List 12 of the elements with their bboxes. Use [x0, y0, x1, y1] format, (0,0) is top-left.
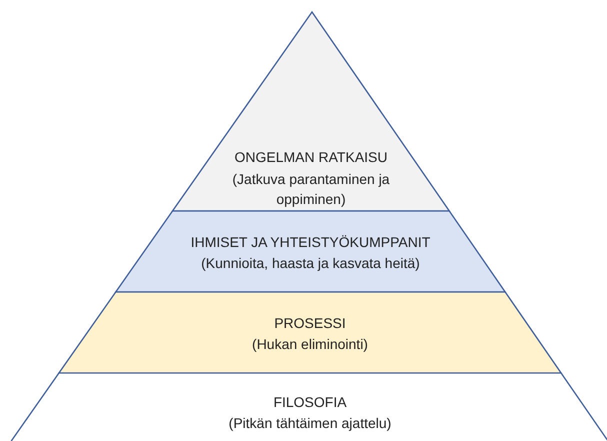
pyramid-layer — [172, 12, 450, 211]
layer-description: (Jatkuva parantaminen ja oppiminen) — [231, 170, 391, 209]
layer-title: PROSESSI — [274, 314, 346, 333]
layer-description: (Pitkän tähtäimen ajattelu) — [228, 414, 392, 433]
layer-title: FILOSOFIA — [273, 393, 347, 412]
pyramid-layer — [115, 211, 506, 292]
layer-title: IHMISET JA YHTEISTYÖKUMPPANIT — [190, 233, 430, 252]
layer-title: ONGELMAN RATKAISU — [234, 148, 388, 167]
layer-description: (Hukan eliminointi) — [252, 335, 368, 354]
layer-description: (Kunnioita, haasta ja kasvata heitä) — [201, 254, 420, 273]
pyramid-layer — [58, 292, 562, 373]
pyramid-layer — [11, 373, 607, 441]
